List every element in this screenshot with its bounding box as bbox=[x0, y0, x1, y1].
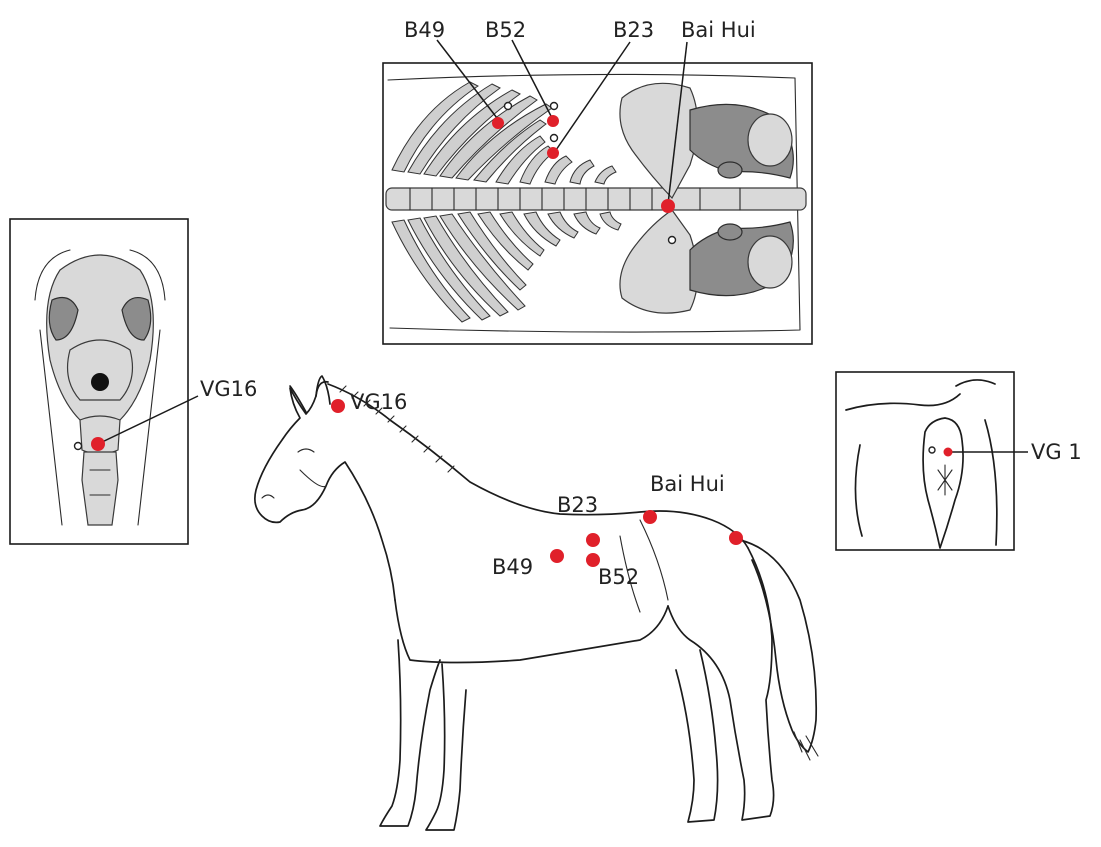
label-b49-horse: B49 bbox=[492, 555, 533, 579]
acupoint-vg16-horse bbox=[331, 399, 345, 413]
tail-panel: VG 1 bbox=[836, 372, 1082, 550]
acupoint-b49-spine bbox=[492, 117, 504, 129]
tail-panel-frame bbox=[836, 372, 1014, 550]
label-b23-spine: B23 bbox=[613, 18, 654, 42]
horse-cheek bbox=[300, 470, 326, 487]
label-b49-spine: B49 bbox=[404, 18, 445, 42]
open-point-marker bbox=[505, 103, 512, 110]
open-point-marker bbox=[551, 103, 558, 110]
open-point-marker bbox=[669, 237, 676, 244]
horse-hind-leg-near bbox=[668, 548, 774, 820]
open-point-marker bbox=[75, 443, 82, 450]
label-b52-spine: B52 bbox=[485, 18, 526, 42]
open-point-marker bbox=[551, 135, 558, 142]
acupoint-b49-horse bbox=[550, 549, 564, 563]
acupoint-vg1-horse bbox=[729, 531, 743, 545]
acupoint-b52-spine bbox=[547, 115, 559, 127]
acupoint-vg1-tail bbox=[944, 448, 953, 457]
vertebral-column bbox=[386, 188, 806, 210]
skull-panel: VG16 bbox=[10, 219, 257, 544]
horse-front-leg-near bbox=[380, 640, 440, 826]
acupoint-b23-horse bbox=[586, 533, 600, 547]
horse-eye bbox=[298, 449, 314, 452]
horse-tail-tip bbox=[794, 732, 818, 760]
spine-pelvis-panel: B49 B52 B23 Bai Hui bbox=[383, 18, 812, 344]
horse-tail bbox=[740, 540, 816, 752]
horse-nostril bbox=[262, 495, 274, 498]
horse-head-front bbox=[255, 382, 395, 600]
label-baihui-horse: Bai Hui bbox=[650, 472, 725, 496]
horse-belly bbox=[395, 600, 668, 663]
acupoint-baihui-spine bbox=[661, 199, 675, 213]
label-vg16-skull: VG16 bbox=[200, 377, 257, 401]
acupoint-vg16-skull bbox=[91, 437, 105, 451]
label-b52-horse: B52 bbox=[598, 565, 639, 589]
horse-front-leg-far bbox=[426, 664, 466, 830]
horse-drawing: VG16 Bai Hui B23 B49 B52 bbox=[255, 376, 818, 830]
open-point-marker bbox=[929, 447, 935, 453]
label-vg16-horse: VG16 bbox=[350, 390, 407, 414]
acupoint-baihui-horse bbox=[643, 510, 657, 524]
label-baihui-spine: Bai Hui bbox=[681, 18, 756, 42]
horse-hind-leg-far bbox=[676, 650, 718, 822]
acupoint-b23-spine bbox=[547, 147, 559, 159]
label-b23-horse: B23 bbox=[557, 493, 598, 517]
label-vg1-tail: VG 1 bbox=[1031, 440, 1082, 464]
